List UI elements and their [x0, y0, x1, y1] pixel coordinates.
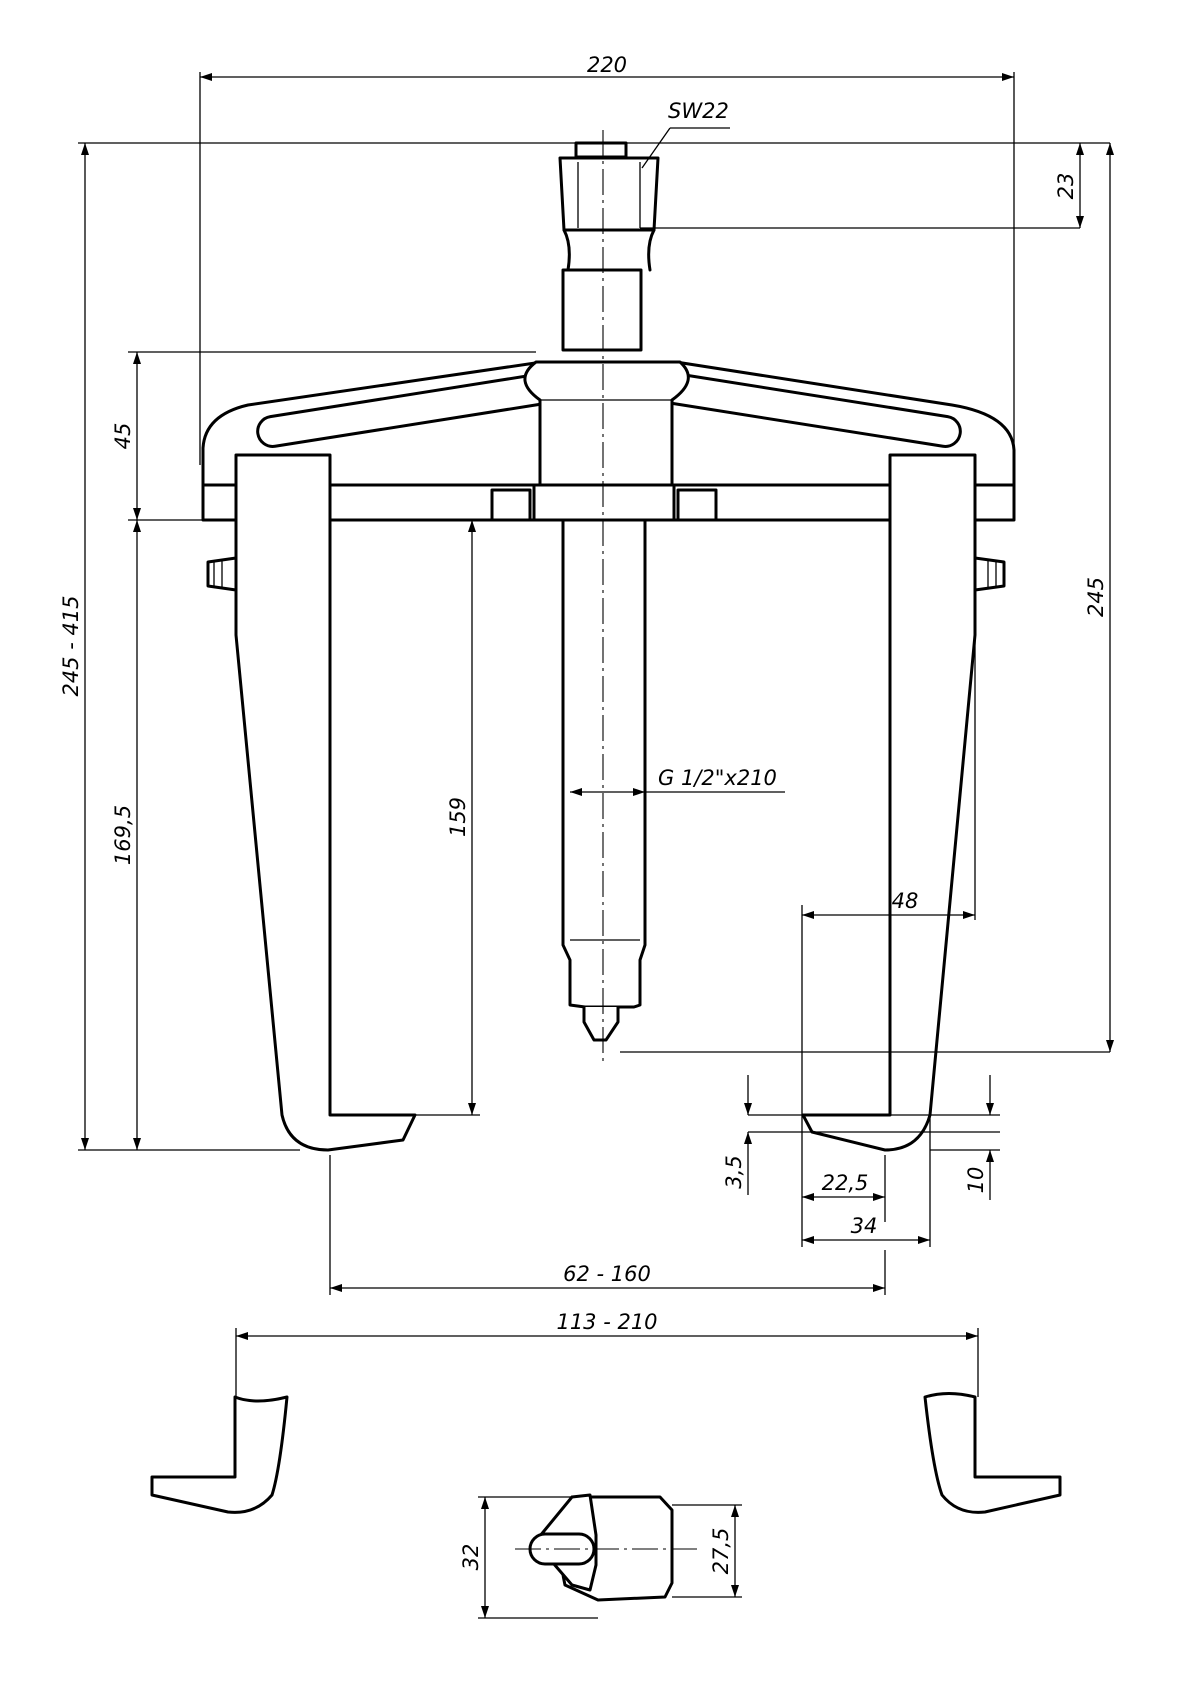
jaw-foot-view [515, 1493, 700, 1602]
short-jaw-left [150, 1395, 289, 1514]
dim-spindle-thread: G 1/2"x210 [658, 766, 777, 790]
dim-jaw-width: 48 [892, 889, 919, 913]
threaded-spindle [561, 268, 647, 1042]
puller-body [201, 130, 1016, 1152]
dim-nut-height: 23 [1054, 173, 1078, 200]
short-jaw-right [923, 1392, 1062, 1514]
dim-nut-size: SW22 [668, 99, 729, 123]
crossbeam [201, 360, 1016, 522]
dim-jaw-size-inner: 27,5 [709, 1528, 733, 1575]
dim-foot-width: 34 [851, 1214, 878, 1238]
right-arm [801, 453, 1006, 1152]
dimension-labels: 220 SW22 23 245 - 415 245 45 169,5 159 G… [59, 53, 1108, 1574]
extension-lines [78, 72, 1110, 1619]
dim-reach-depth: 159 [446, 797, 470, 837]
dim-claw-thickness: 3,5 [722, 1155, 746, 1188]
hex-nut [558, 141, 660, 272]
dim-overall-width: 220 [587, 53, 627, 77]
dimension-lines [81, 73, 1114, 1618]
dim-spindle-height: 245 [1084, 577, 1108, 617]
left-arm [206, 453, 417, 1152]
dim-beam-height: 45 [111, 423, 135, 450]
dim-claw-height: 10 [964, 1167, 988, 1194]
dim-arm-length: 169,5 [111, 805, 135, 865]
dim-span-inner: 62 - 160 [563, 1262, 651, 1286]
dim-jaw-size: 32 [459, 1544, 483, 1571]
dim-claw-depth: 22,5 [822, 1171, 869, 1195]
dim-span-outer: 113 - 210 [556, 1310, 657, 1334]
dim-total-height-range: 245 - 415 [59, 595, 83, 696]
